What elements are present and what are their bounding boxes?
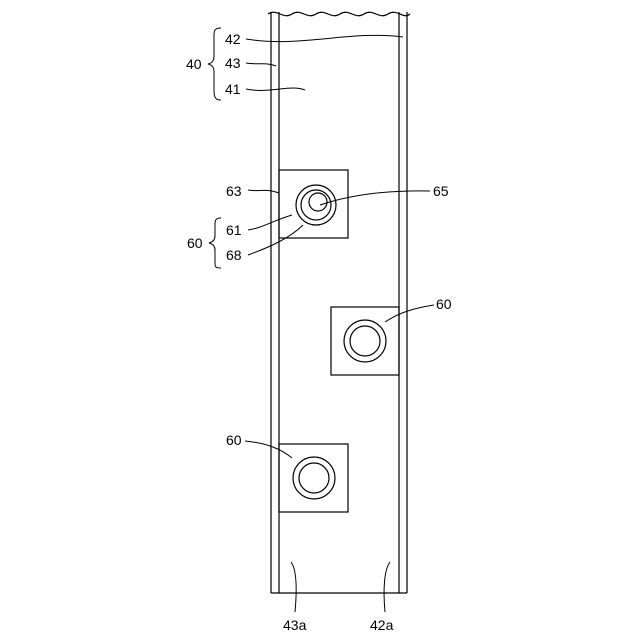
leader-65 bbox=[320, 191, 430, 205]
label-68: 68 bbox=[226, 247, 242, 263]
fastener-middle-inner-ring bbox=[350, 326, 380, 356]
label-42a: 42a bbox=[370, 617, 394, 633]
leader-41 bbox=[246, 88, 305, 90]
leader-63 bbox=[248, 190, 279, 193]
fastener-middle bbox=[331, 307, 399, 375]
leader-lines bbox=[245, 35, 434, 612]
leader-61 bbox=[248, 215, 292, 230]
fastener-top-core bbox=[309, 193, 327, 211]
label-43a: 43a bbox=[283, 617, 307, 633]
fastener-top-outer-ring bbox=[296, 185, 336, 225]
leader-43a bbox=[291, 562, 296, 612]
brace-40 bbox=[208, 28, 221, 100]
fastener-top bbox=[279, 170, 348, 238]
label-60-group: 60 bbox=[187, 235, 203, 251]
leader-42 bbox=[246, 35, 403, 41]
label-41: 41 bbox=[225, 81, 241, 97]
fastener-bottom-plate bbox=[279, 444, 348, 512]
reference-labels: 42 43 41 40 63 65 61 60 68 60 60 43a 42a bbox=[186, 31, 452, 633]
braces bbox=[208, 28, 221, 268]
label-60-bottom: 60 bbox=[226, 432, 242, 448]
label-61: 61 bbox=[226, 222, 242, 238]
brace-60 bbox=[209, 218, 221, 268]
fastener-bottom-inner-ring bbox=[299, 463, 329, 493]
label-40: 40 bbox=[186, 56, 202, 72]
leader-42a bbox=[384, 562, 390, 612]
label-63: 63 bbox=[226, 183, 242, 199]
top-break-line bbox=[268, 12, 410, 15]
fastener-top-plate bbox=[279, 170, 348, 238]
fastener-middle-plate bbox=[331, 307, 399, 375]
panel-structure bbox=[268, 12, 410, 593]
label-43: 43 bbox=[225, 55, 241, 71]
fastener-bottom bbox=[279, 444, 348, 512]
leader-68 bbox=[248, 225, 303, 255]
label-65: 65 bbox=[433, 183, 449, 199]
label-60-middle: 60 bbox=[436, 296, 452, 312]
label-42: 42 bbox=[225, 31, 241, 47]
